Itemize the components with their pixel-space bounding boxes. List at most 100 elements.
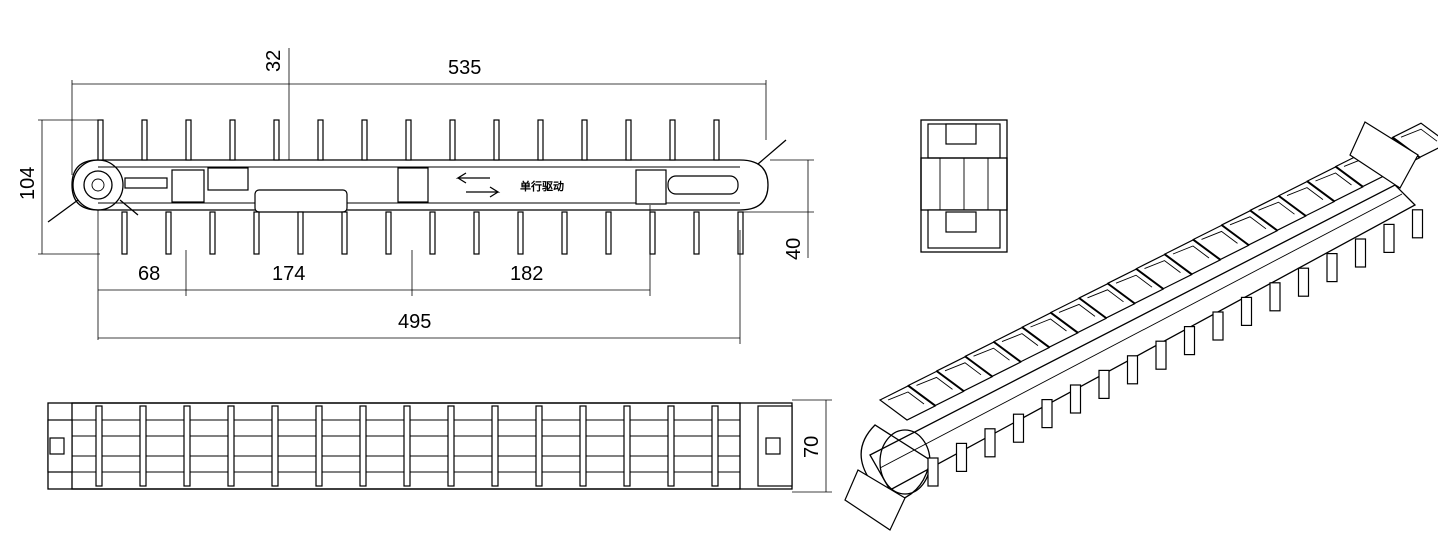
iso-lower-paddle [1411, 209, 1424, 239]
iso-lower-paddle [1240, 296, 1253, 326]
iso-lower-paddle [1269, 282, 1281, 312]
paddle-plan [447, 405, 455, 487]
drive-label: 单行驱动 [520, 179, 564, 193]
paddle-plan [315, 405, 323, 487]
paddle-bottom [649, 211, 656, 255]
paddle-bottom [385, 211, 392, 255]
paddle-plan [535, 405, 543, 487]
iso-lower-paddle [1326, 253, 1338, 283]
paddle-bottom [121, 211, 128, 255]
iso-paddle [1106, 268, 1165, 304]
paddle-bottom [561, 211, 568, 255]
paddle-bottom [165, 211, 172, 255]
iso-paddle-slot [973, 347, 1010, 361]
bracket-3 [635, 169, 667, 205]
tension-slot [667, 175, 739, 195]
iso-paddle-slot [1258, 201, 1295, 215]
paddle-plan [403, 405, 411, 487]
paddle-bottom [297, 211, 304, 255]
iso-paddle [1135, 253, 1193, 290]
iso-lower-paddle [1126, 355, 1139, 385]
paddle-top [493, 119, 500, 161]
paddle-plan [95, 405, 103, 487]
iso-lower-paddle [1383, 223, 1395, 253]
paddle-top [185, 119, 192, 161]
front-paddles [97, 119, 744, 255]
top-paddles [95, 405, 719, 487]
iso-end-plate-right [1349, 121, 1419, 189]
paddle-top [449, 119, 456, 161]
dim-base-length: 495 [398, 311, 431, 333]
iso-paddle-slot [1030, 318, 1067, 332]
iso-paddle-slot [1144, 260, 1181, 273]
iso-lower-paddle [1183, 326, 1196, 356]
motor-block [124, 177, 168, 189]
side-view [920, 119, 1008, 253]
paddle-plan [667, 405, 675, 487]
iso-lower-paddle [1069, 384, 1082, 414]
iso-end-plate-left [844, 469, 906, 531]
dim-offset: 32 [263, 50, 285, 72]
iso-paddle [992, 326, 1051, 363]
iso-paddle-slot [1201, 230, 1238, 244]
iso-lower-paddle [1297, 267, 1310, 297]
paddle-top [537, 119, 544, 161]
paddle-top [273, 119, 280, 161]
paddle-bottom [209, 211, 216, 255]
iso-paddle [1220, 210, 1279, 246]
iso-paddle-slot [1315, 172, 1352, 186]
iso-paddle-slot [1001, 333, 1039, 346]
paddle-bottom [341, 211, 348, 255]
dim-base-height: 40 [783, 238, 805, 260]
paddle-bottom [253, 211, 260, 255]
connector-strip [254, 189, 348, 213]
iso-paddle [935, 356, 994, 392]
iso-paddle-slot [1087, 289, 1124, 303]
bracket-2 [397, 167, 429, 203]
iso-paddles [878, 122, 1438, 487]
bracket-1 [171, 169, 205, 203]
paddle-top [141, 119, 148, 161]
iso-lower-paddle [1155, 340, 1167, 370]
iso-paddle [1249, 195, 1307, 231]
iso-paddle-slot [1400, 128, 1438, 142]
iso-paddle-slot [1172, 245, 1210, 259]
paddle-bottom [517, 211, 524, 255]
paddle-bottom [737, 211, 744, 255]
iso-lower-paddle [984, 428, 996, 458]
dim-seg3: 182 [510, 263, 543, 285]
iso-paddle-slot [944, 362, 982, 376]
paddle-top [625, 119, 632, 161]
iso-paddle-slot [1286, 187, 1324, 200]
iso-lower-paddle [1098, 369, 1110, 399]
paddle-plan [491, 405, 499, 487]
front-view: 单行驱动 535 32 104 40 68 174 182 495 [17, 48, 814, 344]
paddle-top [229, 119, 236, 161]
dim-seg2: 174 [272, 263, 305, 285]
iso-paddle [1306, 166, 1364, 202]
iso-paddle [1078, 283, 1136, 319]
iso-lower-paddle [1354, 238, 1367, 268]
iso-paddle-slot [1058, 303, 1096, 317]
paddle-bottom [693, 211, 700, 255]
iso-paddle [1021, 312, 1079, 348]
dim-width: 70 [801, 436, 823, 458]
paddle-top [669, 119, 676, 161]
switch-box [207, 167, 249, 191]
iso-paddle [907, 370, 965, 407]
paddle-plan [711, 405, 719, 487]
iso-lower-paddle [927, 457, 939, 487]
paddle-plan [183, 405, 191, 487]
tail-rod [757, 139, 787, 165]
iso-paddle [1192, 224, 1250, 261]
paddle-bottom [605, 211, 612, 255]
paddle-plan [359, 405, 367, 487]
iso-lower-paddle [1041, 399, 1053, 429]
paddle-top [405, 119, 412, 161]
paddle-plan [227, 405, 235, 487]
iso-paddle [964, 341, 1022, 377]
iso-lower-paddle [955, 442, 968, 472]
paddle-plan [271, 405, 279, 487]
iso-paddle [1163, 239, 1222, 275]
